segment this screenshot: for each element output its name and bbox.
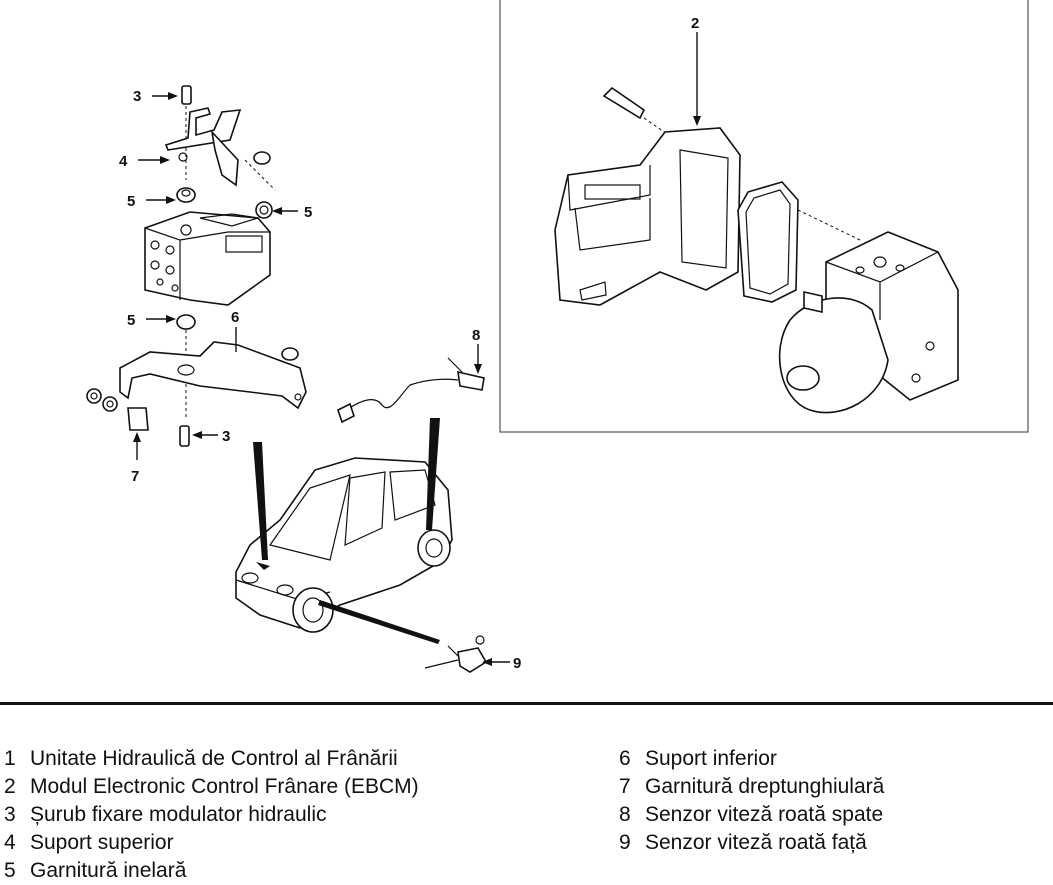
hydraulic-control-unit <box>144 211 271 306</box>
rear-wheel-speed-sensor <box>337 357 485 424</box>
svg-text:7: 7 <box>131 468 139 485</box>
callout-9: 9 <box>482 655 521 672</box>
rectangular-gasket <box>127 407 149 431</box>
callout-3-top: 3 <box>133 88 178 105</box>
ring-gasket-side <box>255 201 273 219</box>
svg-text:5: 5 <box>304 204 312 221</box>
svg-text:2: 2 <box>691 15 699 32</box>
exploded-parts-diagram: 2 3 4 5 5 5 6 3 7 8 <box>86 0 1029 673</box>
ring-gasket-bottom <box>176 314 196 330</box>
callout-2: 2 <box>691 15 701 126</box>
ebcm-housing <box>554 127 741 306</box>
svg-text:5: 5 <box>127 193 135 210</box>
callout-5-left-bottom: 5 <box>127 312 176 329</box>
ebcm-exploded <box>554 86 959 414</box>
callout-4: 4 <box>119 153 170 170</box>
callout-5-right: 5 <box>272 204 312 221</box>
upper-bolt <box>181 85 192 105</box>
lower-bracket <box>119 341 307 410</box>
upper-nut <box>253 151 271 165</box>
svg-text:8: 8 <box>472 327 480 344</box>
callout-7: 7 <box>131 432 141 485</box>
ebcm-gasket <box>737 181 799 303</box>
svg-text:9: 9 <box>513 655 521 672</box>
lower-nut <box>281 347 299 361</box>
svg-text:4: 4 <box>119 153 128 170</box>
callout-3-bottom: 3 <box>192 428 230 445</box>
ebcm-screw <box>602 86 646 120</box>
ebcm-detail-frame <box>499 0 1029 433</box>
svg-text:6: 6 <box>231 309 239 326</box>
callout-8: 8 <box>472 327 482 374</box>
svg-text:3: 3 <box>222 428 230 445</box>
front-wheel-speed-sensor <box>424 635 488 673</box>
upper-bracket <box>164 107 242 151</box>
legend-divider <box>0 702 1053 705</box>
vehicle-outline <box>235 418 453 644</box>
ring-gasket-top <box>176 187 196 203</box>
svg-text:5: 5 <box>127 312 135 329</box>
ebcm-pump-motor <box>778 297 889 414</box>
svg-text:3: 3 <box>133 88 141 105</box>
lower-bolt <box>179 425 190 447</box>
brake-hydraulic-assembly <box>86 85 307 447</box>
callout-6: 6 <box>231 309 239 352</box>
callout-5-left-top: 5 <box>127 193 176 210</box>
